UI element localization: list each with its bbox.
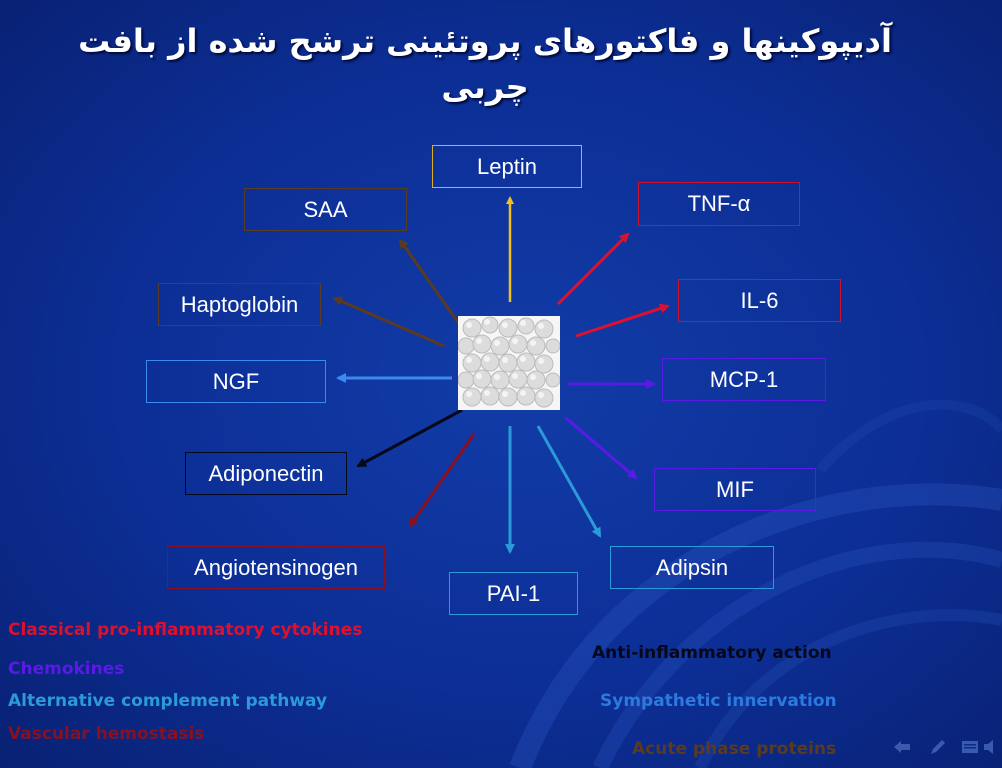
ngf-box: NGF <box>146 360 326 403</box>
adipsin-box: Adipsin <box>610 546 774 589</box>
speaker-icon[interactable] <box>982 738 1002 756</box>
mcp1-box: MCP-1 <box>662 358 826 401</box>
haptoglobin-box: Haptoglobin <box>158 283 321 326</box>
arrow-mif <box>565 416 638 480</box>
pen-icon[interactable] <box>928 738 948 756</box>
legend-hemostasis: Vascular hemostasis <box>8 724 205 744</box>
pai1-box: PAI-1 <box>449 572 578 615</box>
menu-icon[interactable] <box>960 738 980 756</box>
adiponectin-box: Adiponectin <box>185 452 347 495</box>
arrow-saa <box>398 238 464 329</box>
legend-cytokines: Classical pro-inflammatory cytokines <box>8 620 363 640</box>
saa-box: SAA <box>244 188 407 231</box>
back-arrow-icon[interactable] <box>892 738 912 756</box>
arrow-adipsin <box>536 425 602 538</box>
arrow-il6 <box>575 303 670 338</box>
arrow-haptoglobin <box>332 296 445 348</box>
arrow-angiotensinogen <box>408 433 476 528</box>
il6-box: IL-6 <box>678 279 841 322</box>
mif-box: MIF <box>654 468 816 511</box>
legend-anti-inflammatory: Anti-inflammatory action <box>592 643 832 663</box>
leptin-box: Leptin <box>432 145 582 188</box>
angiotensinogen-box: Angiotensinogen <box>167 546 385 589</box>
legend-acute-phase: Acute phase proteins <box>632 739 837 759</box>
tnf-box: TNF-α <box>638 182 800 226</box>
arrow-adiponectin <box>356 408 463 468</box>
adipose-tissue-image <box>458 316 560 410</box>
adipocyte-cells-icon <box>458 316 560 410</box>
legend-sympathetic: Sympathetic innervation <box>600 691 837 711</box>
slide-title: آدیپوکینها و فاکتورهای پروتئینی ترشح شده… <box>78 22 892 106</box>
legend-chemokines: Chemokines <box>8 659 125 679</box>
legend-complement: Alternative complement pathway <box>8 691 328 711</box>
arrow-tnf <box>556 232 630 306</box>
